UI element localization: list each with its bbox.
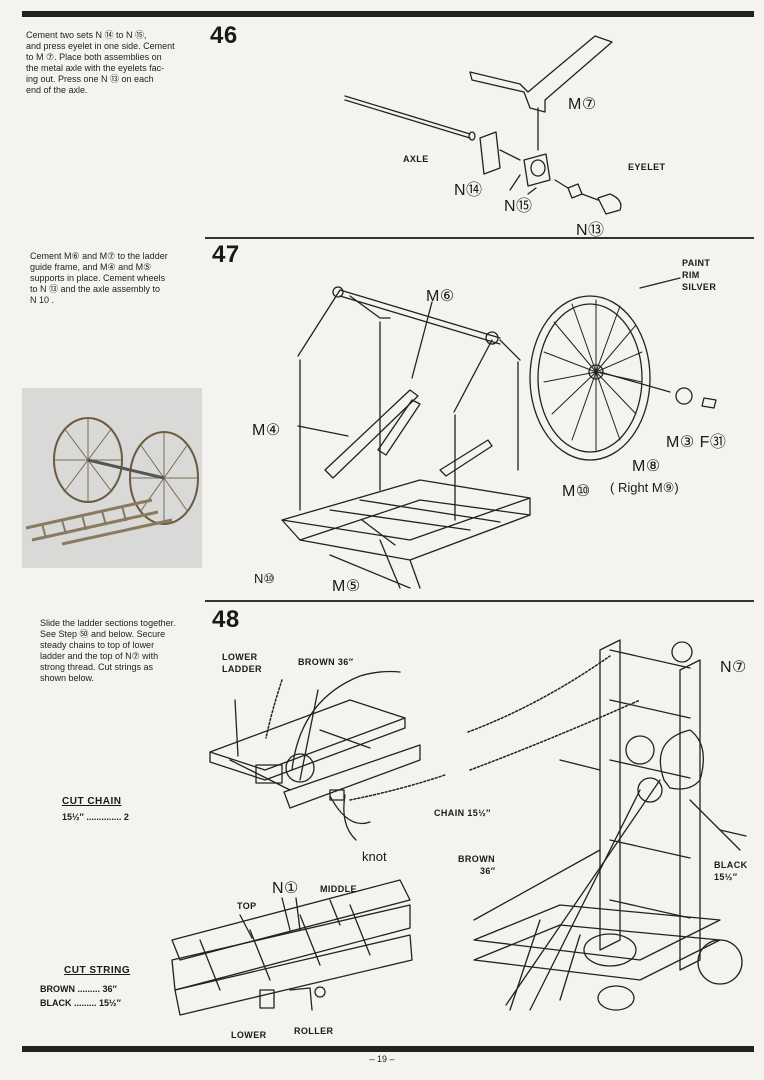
- instruction-line: Slide the ladder sections together.: [40, 618, 176, 628]
- step-47-instructions: Cement M⑥ and M⑦ to the ladder guide fra…: [30, 251, 168, 306]
- cut-string-length: 15½″: [99, 998, 121, 1008]
- cut-string-color: BROWN: [40, 984, 75, 994]
- part-m7-label: M⑦: [568, 96, 597, 113]
- step-number-47: 47: [212, 241, 240, 268]
- assembled-carriage-photo: [22, 388, 202, 568]
- rim-label: RIM: [682, 270, 700, 280]
- part-m8-label: M⑧: [632, 458, 661, 475]
- instruction-line: Cement M⑥ and M⑦ to the ladder: [30, 251, 168, 261]
- cut-string-length: 36″: [102, 984, 117, 994]
- silver-label: SILVER: [682, 282, 717, 292]
- lower-ladder-label-1: LOWER: [222, 652, 258, 662]
- cut-chain-count: 2: [123, 812, 129, 822]
- part-n1-label: N①: [272, 880, 299, 897]
- cut-string-dots: .........: [74, 998, 97, 1008]
- instruction-line: and press eyelet in one side. Cement: [26, 41, 175, 51]
- top-rule: [22, 11, 754, 17]
- instruction-line: supports in place. Cement wheels: [30, 273, 166, 283]
- black-label-2: 15½″: [714, 872, 738, 882]
- bottom-rule: [22, 1046, 754, 1052]
- part-n13-label: N⑬: [576, 222, 605, 239]
- step-48-instructions: Slide the ladder sections together. See …: [40, 618, 176, 684]
- part-m10-label: M⑩: [562, 483, 591, 500]
- part-m4-label: M④: [252, 422, 281, 439]
- part-m3-f31-label: M③ F㉛: [666, 434, 727, 451]
- page-number: – 19 –: [369, 1054, 395, 1064]
- cut-chain-length: 15½″: [62, 812, 84, 822]
- lower-ladder-label-2: LADDER: [222, 664, 262, 674]
- cut-string-title: CUT STRING: [64, 965, 131, 976]
- black-label-1: BLACK: [714, 860, 748, 870]
- lower-label: LOWER: [231, 1030, 267, 1040]
- cut-chain-title: CUT CHAIN: [62, 796, 122, 807]
- cut-string-color: BLACK: [40, 998, 72, 1008]
- instruction-line: N 10 .: [30, 295, 55, 305]
- part-m6-label: M⑥: [426, 288, 455, 305]
- cut-string-dots: .........: [77, 984, 101, 994]
- axle-label: AXLE: [403, 154, 429, 164]
- step-48-diagram: [171, 639, 747, 1016]
- step-46-diagram: [344, 35, 622, 215]
- cut-string-row-brown: BROWN ......... 36″: [40, 984, 117, 994]
- cut-chain-row: 15½″ .............. 2: [62, 812, 129, 822]
- middle-label: MIDDLE: [320, 884, 357, 894]
- brown-label-2: 36″: [480, 866, 496, 876]
- instruction-line: ladder and the top of N⑦ with: [40, 651, 159, 661]
- step-number-48: 48: [212, 606, 240, 633]
- instruction-line: ing out. Press one N ⑬ on each: [26, 74, 154, 84]
- instruction-line: to N ⑬ and the axle assembly to: [30, 284, 161, 294]
- roller-label: ROLLER: [294, 1026, 334, 1036]
- part-n14-label: N⑭: [454, 182, 483, 199]
- part-n15-label: N⑮: [504, 198, 533, 215]
- instruction-line: guide frame, and M④ and M⑤: [30, 262, 152, 272]
- chain-label: CHAIN 15½″: [434, 808, 491, 818]
- step-divider-48: [205, 600, 754, 602]
- instruction-line: steady chains to top of lower: [40, 640, 155, 650]
- instruction-line: strong thread. Cut strings as: [40, 662, 154, 672]
- part-n7-label: N⑦: [720, 659, 747, 676]
- eyelet-label: EYELET: [628, 162, 666, 172]
- instruction-line: See Step ㊿ and below. Secure: [40, 629, 166, 639]
- cut-chain-dots: ..............: [86, 812, 122, 822]
- part-m5-label: M⑤: [332, 578, 361, 595]
- step-46-instructions: Cement two sets N ⑭ to N ⑮, and press ey…: [26, 30, 175, 96]
- part-right-m9-label: ( Right M⑨): [610, 480, 679, 495]
- instruction-line: the metal axle with the eyelets fac-: [26, 63, 165, 73]
- carriage-photo-drawing: [22, 388, 202, 568]
- instruction-line: shown below.: [40, 673, 95, 683]
- part-n10-label: N⑩: [254, 571, 276, 586]
- instruction-line: end of the axle.: [26, 85, 88, 95]
- paint-label: PAINT: [682, 258, 711, 268]
- brown-36-label: BROWN 36″: [298, 657, 354, 667]
- brown-label-1: BROWN: [458, 854, 495, 864]
- top-label: TOP: [237, 901, 257, 911]
- instruction-line: Cement two sets N ⑭ to N ⑮,: [26, 30, 147, 40]
- step-divider-47: [205, 237, 754, 239]
- step-47-diagram: [281, 277, 717, 589]
- knot-label: knot: [362, 849, 387, 864]
- step-number-46: 46: [210, 22, 238, 49]
- cut-string-row-black: BLACK ......... 15½″: [40, 998, 121, 1008]
- instruction-line: to M ⑦. Place both assemblies on: [26, 52, 162, 62]
